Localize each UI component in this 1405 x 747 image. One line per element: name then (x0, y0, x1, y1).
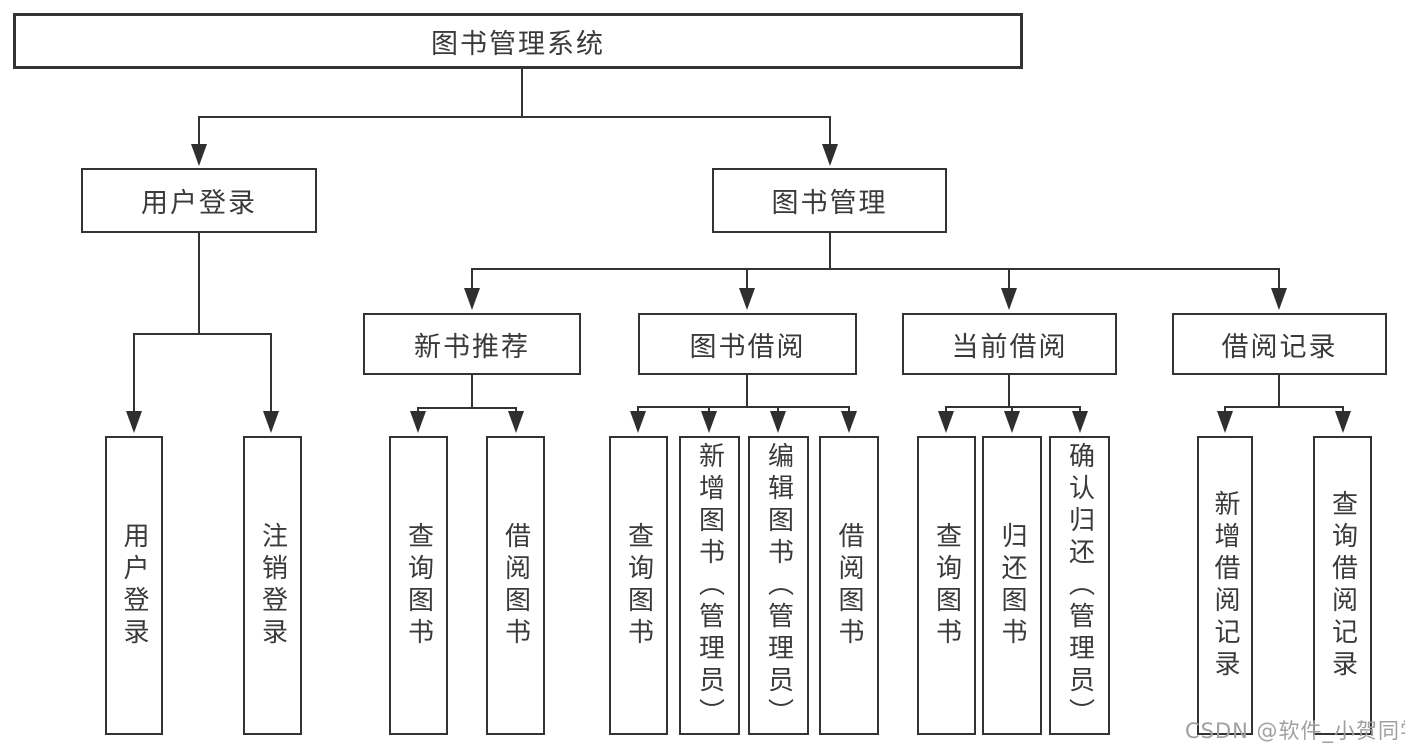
node-root: 图书管理系统 (13, 13, 1023, 69)
node-book-borrowing-label: 图书借阅 (689, 331, 806, 363)
node-user-login: 用户登录 (81, 168, 317, 233)
leaf-edit-book-admin: 编辑图书（管理员） (748, 436, 809, 735)
node-new-book-recommend-label: 新书推荐 (414, 331, 530, 363)
leaf-borrow-books-recommend: 借阅图书 (486, 436, 545, 735)
leaf-query-books-borrowing-label: 查询图书 (623, 521, 654, 650)
node-book-borrowing: 图书借阅 (638, 313, 857, 375)
node-borrow-records-label: 借阅记录 (1221, 331, 1338, 363)
leaf-query-books-recommend: 查询图书 (389, 436, 448, 735)
leaf-add-borrow-record: 新增借阅记录 (1197, 436, 1253, 735)
node-borrow-records: 借阅记录 (1172, 313, 1387, 375)
node-root-label: 图书管理系统 (431, 28, 605, 60)
node-current-borrowing-label: 当前借阅 (951, 331, 1068, 363)
leaf-return-book-label: 归还图书 (997, 521, 1027, 650)
leaf-query-borrow-record: 查询借阅记录 (1313, 436, 1372, 735)
watermark: CSDN @软件_小贺同学 (1185, 719, 1405, 743)
node-user-login-label: 用户登录 (141, 188, 257, 219)
leaf-user-login-label: 用户登录 (119, 521, 149, 650)
leaf-confirm-return-admin-label: 确认归还（管理员） (1064, 441, 1095, 730)
leaf-user-login: 用户登录 (105, 436, 163, 735)
leaf-return-book: 归还图书 (982, 436, 1042, 735)
leaf-query-books-recommend-label: 查询图书 (403, 521, 434, 650)
node-current-borrowing: 当前借阅 (902, 313, 1117, 375)
leaf-edit-book-admin-label: 编辑图书（管理员） (763, 441, 794, 730)
leaf-query-books-current-label: 查询图书 (931, 521, 962, 650)
leaf-confirm-return-admin: 确认归还（管理员） (1049, 436, 1110, 735)
leaf-add-book-admin-label: 新增图书（管理员） (694, 441, 725, 730)
leaf-add-borrow-record-label: 新增借阅记录 (1210, 489, 1240, 682)
node-book-management: 图书管理 (712, 168, 947, 233)
node-new-book-recommend: 新书推荐 (363, 313, 581, 375)
leaf-query-books-current: 查询图书 (917, 436, 976, 735)
leaf-borrow-books-borrowing: 借阅图书 (819, 436, 879, 735)
leaf-logout: 注销登录 (243, 436, 302, 735)
leaf-borrow-books-recommend-label: 借阅图书 (500, 521, 531, 650)
leaf-query-books-borrowing: 查询图书 (609, 436, 668, 735)
leaf-borrow-books-borrowing-label: 借阅图书 (834, 521, 864, 650)
leaf-logout-label: 注销登录 (257, 521, 288, 650)
leaf-add-book-admin: 新增图书（管理员） (679, 436, 740, 735)
node-book-management-label: 图书管理 (771, 188, 888, 219)
leaf-query-borrow-record-label: 查询借阅记录 (1327, 489, 1358, 682)
